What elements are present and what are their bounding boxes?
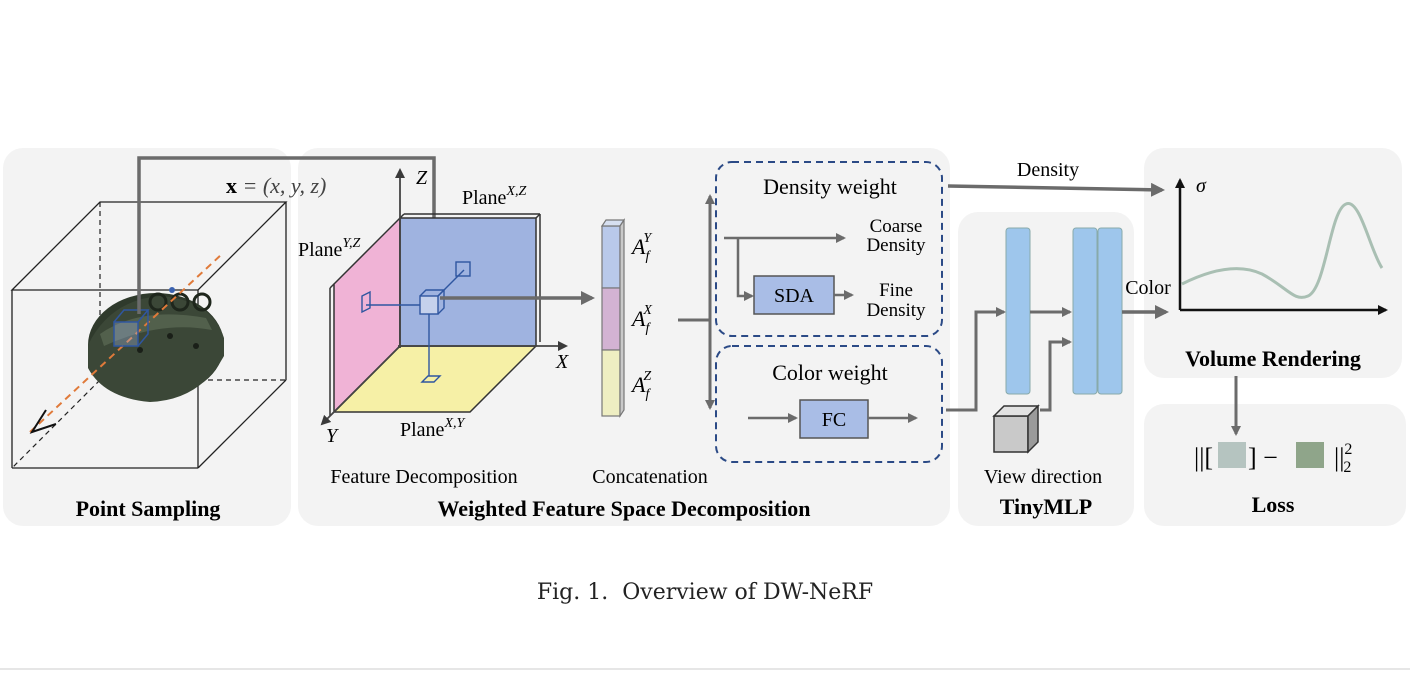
camera-icon — [29, 409, 57, 434]
view-direction-arrow — [1040, 337, 1072, 412]
plane-xy-label: PlaneX,Y — [400, 416, 466, 441]
fc-label: FC — [822, 409, 846, 431]
color-weight-label: Color weight — [772, 360, 888, 385]
sample-voxel — [113, 309, 150, 347]
bottom-rule — [0, 668, 1410, 670]
sigma-label: σ — [1196, 175, 1207, 197]
plane-yz-label: PlaneY,Z — [298, 236, 360, 261]
projection-lines — [361, 261, 471, 383]
loss-expr-mid: ] − — [1248, 443, 1278, 472]
mlp-layer-2a — [1072, 227, 1098, 395]
panel-title-loss: Loss — [1252, 492, 1295, 517]
axis-z-label: Z — [416, 167, 428, 189]
sda-block — [753, 275, 835, 315]
concatenation-label: Concatenation — [592, 466, 708, 488]
sample-point — [169, 287, 175, 293]
panel-title-volume-rendering: Volume Rendering — [1185, 346, 1361, 371]
af-x-label: AfX — [630, 303, 652, 336]
fc-block — [799, 399, 869, 439]
feature-ay — [601, 225, 621, 289]
feature-decomposition-label: Feature Decomposition — [330, 466, 517, 488]
axis-y-label: Y — [326, 425, 339, 447]
fine-density-label: Fine — [879, 280, 913, 301]
color-weight-box — [715, 345, 943, 463]
camera-ray — [29, 253, 223, 433]
density-curve — [1181, 202, 1384, 299]
af-z-label: AfZ — [630, 369, 651, 402]
mlp-layer-1 — [1005, 227, 1031, 395]
axis-x-label: X — [555, 351, 569, 373]
color-weight-to-mlp — [946, 307, 1006, 412]
panel-title-point-sampling: Point Sampling — [76, 496, 221, 521]
af-y-label: AfY — [630, 231, 653, 264]
sda-label: SDA — [774, 285, 815, 307]
loss-expr-left: ||[ — [1194, 443, 1213, 472]
axis-y — [320, 345, 401, 426]
coord-label: x = (x, y, z) — [226, 173, 326, 198]
panel-loss — [1144, 404, 1406, 526]
sda-branch-arrow — [736, 238, 754, 301]
density-weight-label: Density weight — [763, 174, 897, 199]
caption-label: Fig. 1. — [536, 580, 609, 605]
feature-az — [601, 349, 621, 417]
plane-xz — [399, 217, 537, 347]
loss-swatch-gt — [1296, 442, 1324, 468]
view-direction-label: View direction — [984, 466, 1102, 488]
loss-swatch-rendered — [1218, 442, 1246, 468]
mlp-layer-2b — [1097, 227, 1123, 395]
robot-boat — [88, 292, 224, 402]
feature-ax — [601, 287, 621, 351]
caption-gap — [608, 580, 622, 605]
feature-stack — [600, 218, 626, 418]
density-label: Density — [1017, 159, 1079, 181]
panel-volume-rendering — [1144, 148, 1402, 378]
coarse-density-label: Coarse — [870, 216, 923, 237]
view-direction-cube — [992, 404, 1040, 454]
figure-caption: Fig. 1. Overview of DW-NeRF — [0, 580, 1410, 605]
fine-density-label-2: Density — [866, 300, 926, 321]
density-arrow — [947, 182, 1165, 197]
panel-title-tinymlp: TinyMLP — [1000, 494, 1093, 519]
panel-title-wfsd: Weighted Feature Space Decomposition — [438, 496, 811, 521]
color-label: Color — [1125, 277, 1171, 299]
plane-xz-label: PlaneX,Z — [462, 184, 526, 209]
caption-text: Overview of DW-NeRF — [622, 580, 874, 605]
density-weight-box — [715, 161, 943, 337]
coarse-density-label-2: Density — [866, 235, 926, 256]
